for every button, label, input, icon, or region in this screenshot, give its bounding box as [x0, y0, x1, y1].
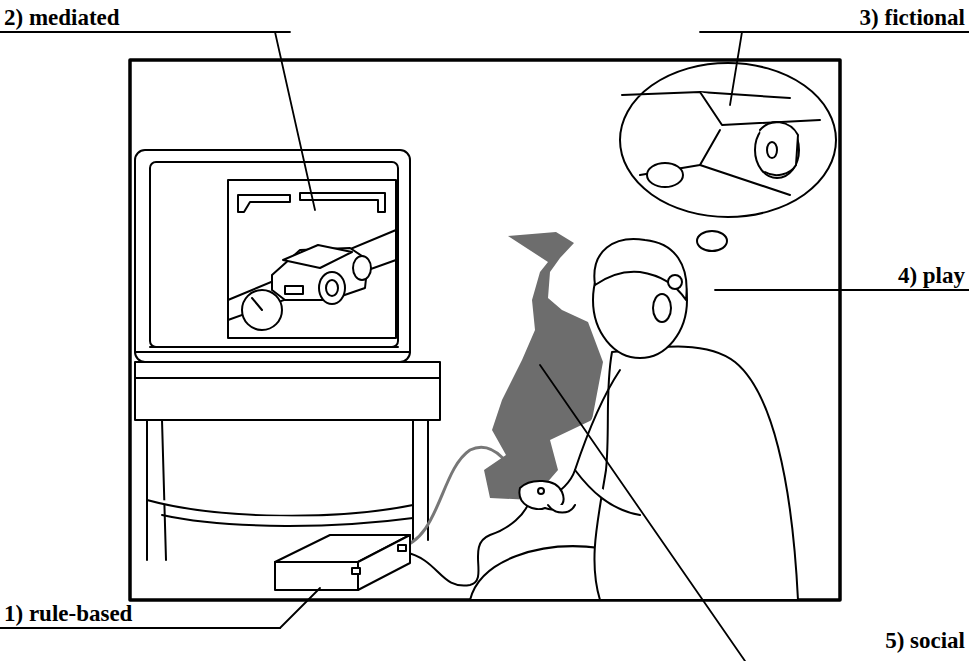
callout-label: 2) mediated [4, 5, 120, 31]
game-console [275, 535, 410, 590]
callout-label: 1) rule-based [4, 601, 132, 627]
shadow-figure [484, 232, 603, 500]
screen-game [228, 193, 396, 330]
boy-player [470, 239, 798, 600]
callout-label: 4) play [898, 263, 965, 289]
television [135, 150, 410, 362]
thought-bubble [620, 63, 836, 289]
callout-label: 3) fictional [860, 5, 965, 31]
leader-lines [0, 32, 969, 661]
tv-stand [135, 362, 440, 560]
picture-frame [130, 60, 840, 600]
callout-label: 5) social [885, 628, 965, 654]
